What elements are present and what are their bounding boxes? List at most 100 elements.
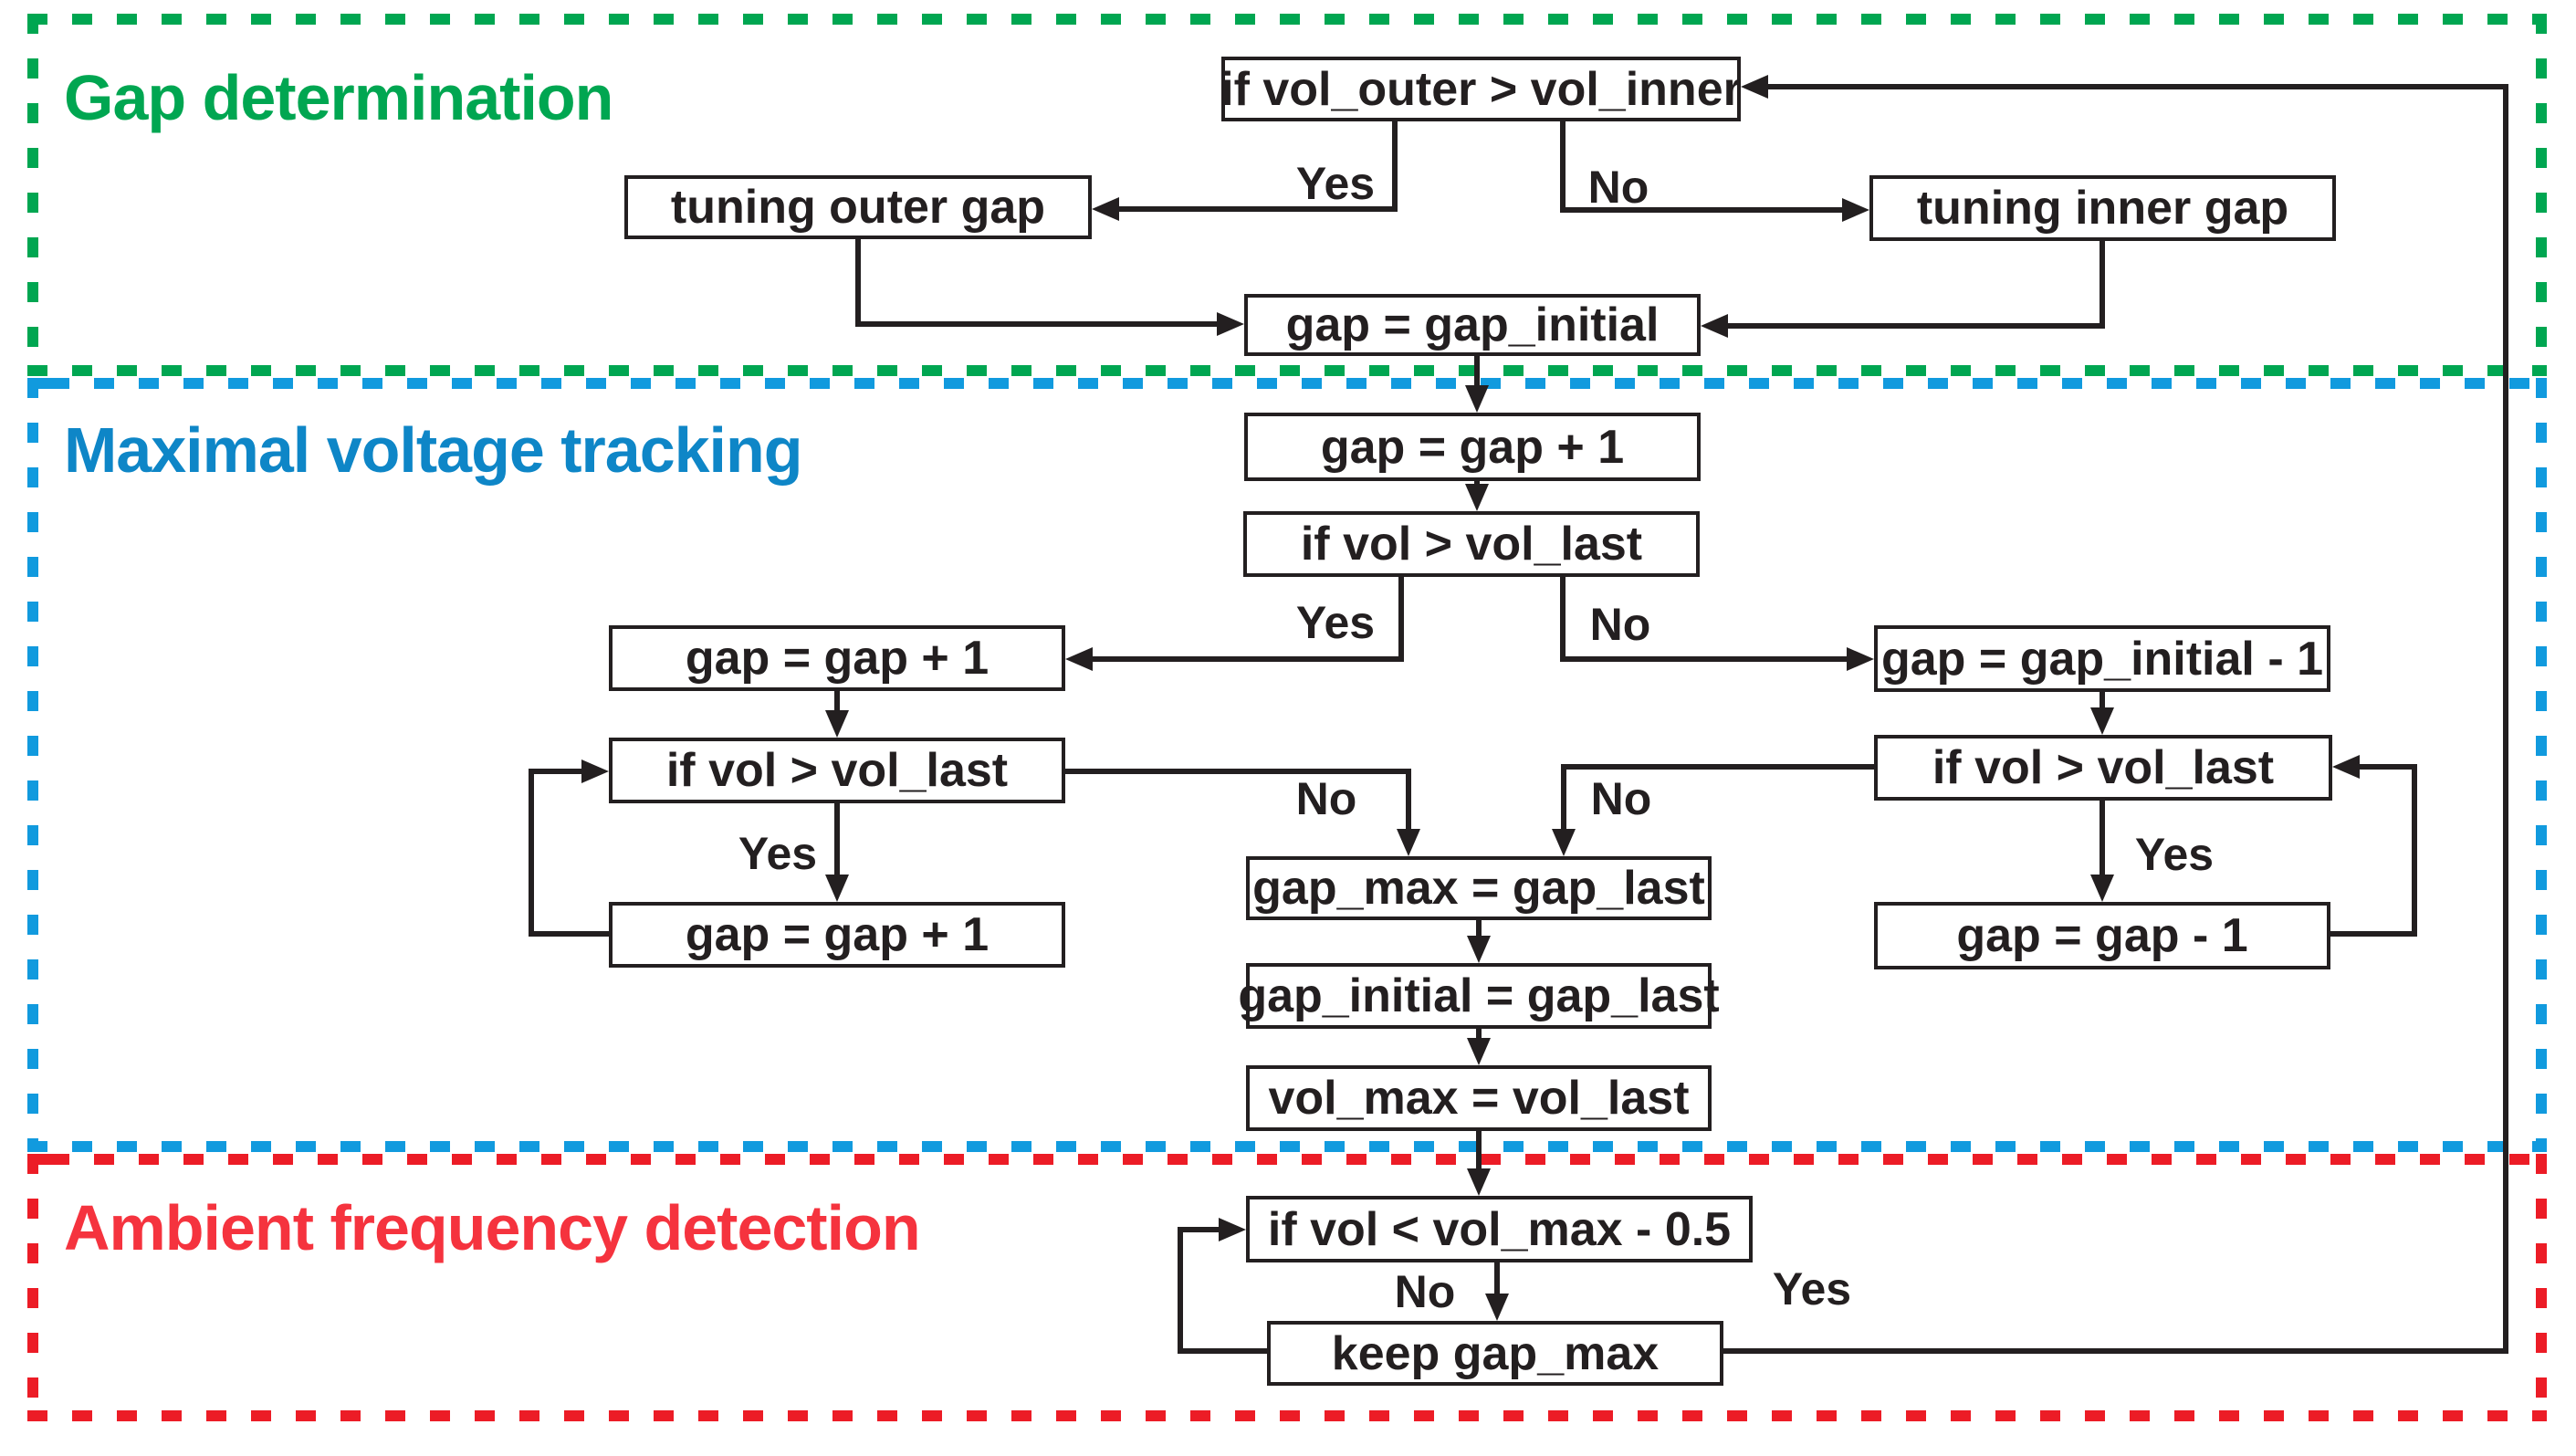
line-keep-loop-in (1183, 1227, 1219, 1232)
arrowhead-into-tuning-inner (1842, 198, 1869, 222)
arrowhead-into-ifvol-mid (1465, 484, 1489, 511)
node-vol-max: vol_max = vol_last (1246, 1065, 1712, 1131)
arrowhead-leftno-into-gapmax (1397, 829, 1420, 856)
line-right-loop-up (2412, 764, 2417, 937)
edge-label-bottom-yes: Yes (1772, 1263, 1852, 1315)
edge-label-mid-no: No (1589, 599, 1651, 650)
line-right-loop-in (2360, 764, 2417, 770)
arrowhead-into-ifvol-right (2090, 707, 2114, 735)
arrowhead-into-gapinc-mid (1465, 385, 1489, 413)
ambient-section-frame-right (2536, 1154, 2547, 1421)
gap-section-frame-left (27, 14, 38, 376)
line-left-yes-down (834, 803, 840, 878)
arrowhead-into-gapinc-left (1065, 647, 1093, 671)
arrowhead-into-gapinc-left2 (825, 875, 849, 902)
edge-label-top-yes: Yes (1295, 158, 1376, 209)
arrowhead-into-keepgapmax (1485, 1294, 1509, 1321)
node-gap-max: gap_max = gap_last (1246, 856, 1712, 920)
arrowhead-into-volmax (1467, 1038, 1491, 1065)
ambient-section-frame-bottom (27, 1410, 2547, 1421)
edge-label-bottom-no: No (1394, 1266, 1456, 1317)
section-title-ambient-frequency-detection: Ambient frequency detection (64, 1192, 921, 1263)
gap-section-frame-top (27, 14, 2547, 25)
node-gap-dec-right: gap = gap - 1 (1874, 902, 2330, 969)
line-tuning-outer-right (855, 321, 1217, 327)
line-tuning-inner-down (2100, 241, 2105, 329)
line-bottom-no-down (1494, 1262, 1500, 1297)
arrowhead-into-ifvolmax (1467, 1168, 1491, 1196)
node-gap-inc-mid: gap = gap + 1 (1244, 413, 1701, 481)
edge-label-mid-yes: Yes (1295, 597, 1376, 648)
line-keep-loop-bottom (1180, 1348, 1267, 1354)
line-tuning-inner-left (1728, 323, 2105, 329)
line-right-col-down (2100, 692, 2105, 711)
edge-label-left-yes: Yes (738, 828, 818, 879)
edge-label-right-no: No (1590, 773, 1652, 824)
arrowhead-into-gapinitial-minus (1847, 647, 1874, 671)
arrowhead-feedback-into-top (1741, 75, 1768, 99)
line-mid-no-right (1560, 656, 1847, 662)
line-gapmax-down (1476, 920, 1482, 939)
line-mid-yes-left (1093, 656, 1404, 662)
arrowhead-into-ifvol-left (825, 710, 849, 738)
line-feedback-vertical (2503, 84, 2508, 1354)
ambient-section-frame-top (27, 1154, 2547, 1165)
node-if-vol-mid: if vol > vol_last (1243, 511, 1700, 577)
node-gap-inc-left2: gap = gap + 1 (609, 902, 1065, 968)
arrowhead-into-gapinitial-right (1701, 314, 1728, 338)
line-mid-yes-down (1398, 577, 1404, 662)
line-feedback-top (1768, 84, 2508, 89)
node-if-vol-outer: if vol_outer > vol_inner (1220, 57, 1742, 121)
arrowhead-into-gapinitiallast (1467, 936, 1491, 963)
line-right-yes-down (2100, 801, 2105, 878)
arrowhead-into-tuning-outer (1092, 197, 1119, 221)
edge-label-left-no: No (1295, 773, 1357, 824)
node-if-vol-max: if vol < vol_max - 0.5 (1246, 1196, 1753, 1262)
arrowhead-into-gapdec (2090, 875, 2114, 902)
arrowhead-keeploop-into-ifvolmax (1219, 1218, 1246, 1241)
line-top-no-down (1560, 121, 1565, 213)
node-keep-gap-max: keep gap_max (1267, 1321, 1723, 1386)
line-left-loop-bottom (529, 931, 609, 937)
node-if-vol-left: if vol > vol_last (609, 738, 1065, 803)
line-left-no-right (1065, 769, 1411, 774)
line-top-no-right (1560, 207, 1842, 213)
arrowhead-rightloop-into-ifvol (2332, 755, 2360, 779)
node-gap-initial-last: gap_initial = gap_last (1238, 963, 1720, 1029)
line-volmax-down (1476, 1131, 1482, 1172)
line-left-no-down (1406, 769, 1411, 833)
tracking-section-frame-right (2536, 378, 2547, 1152)
line-keep-loop-up (1178, 1227, 1183, 1354)
line-tuning-outer-down (855, 239, 861, 327)
tracking-section-frame-top (27, 378, 2547, 389)
section-title-gap-determination: Gap determination (64, 62, 613, 133)
line-left-col-down (834, 691, 840, 716)
tracking-section-frame-left (27, 378, 38, 1152)
section-title-maximal-voltage-tracking: Maximal voltage tracking (64, 414, 803, 486)
ambient-section-frame-left (27, 1154, 38, 1421)
arrowhead-rightno-into-gapmax (1552, 829, 1576, 856)
tracking-section-frame-bottom (27, 1141, 2547, 1152)
line-right-no-left (1561, 764, 1874, 770)
node-gap-initial: gap = gap_initial (1244, 294, 1701, 356)
line-left-loop-in (534, 769, 581, 774)
gap-section-frame-right (2536, 14, 2547, 376)
line-gapinitial-down (1474, 356, 1480, 391)
node-tuning-outer-gap: tuning outer gap (624, 175, 1092, 239)
node-tuning-inner-gap: tuning inner gap (1869, 175, 2336, 241)
gap-section-frame-bottom (27, 365, 2547, 376)
line-right-no-down (1561, 764, 1566, 833)
line-mid-no-down (1560, 577, 1565, 662)
line-left-loop-up (529, 769, 534, 937)
edge-label-right-yes: Yes (2134, 829, 2215, 880)
arrowhead-leftloop-into-ifvol (581, 759, 609, 783)
node-gap-initial-minus: gap = gap_initial - 1 (1874, 625, 2330, 692)
line-top-yes-down (1392, 121, 1398, 212)
arrowhead-into-gapinitial-left (1217, 312, 1244, 336)
node-gap-inc-left: gap = gap + 1 (609, 625, 1065, 691)
node-if-vol-right: if vol > vol_last (1874, 735, 2332, 801)
line-right-loop-bottom (2330, 931, 2417, 937)
line-gapinitiallast-down (1476, 1029, 1482, 1042)
edge-label-top-no: No (1587, 162, 1649, 213)
